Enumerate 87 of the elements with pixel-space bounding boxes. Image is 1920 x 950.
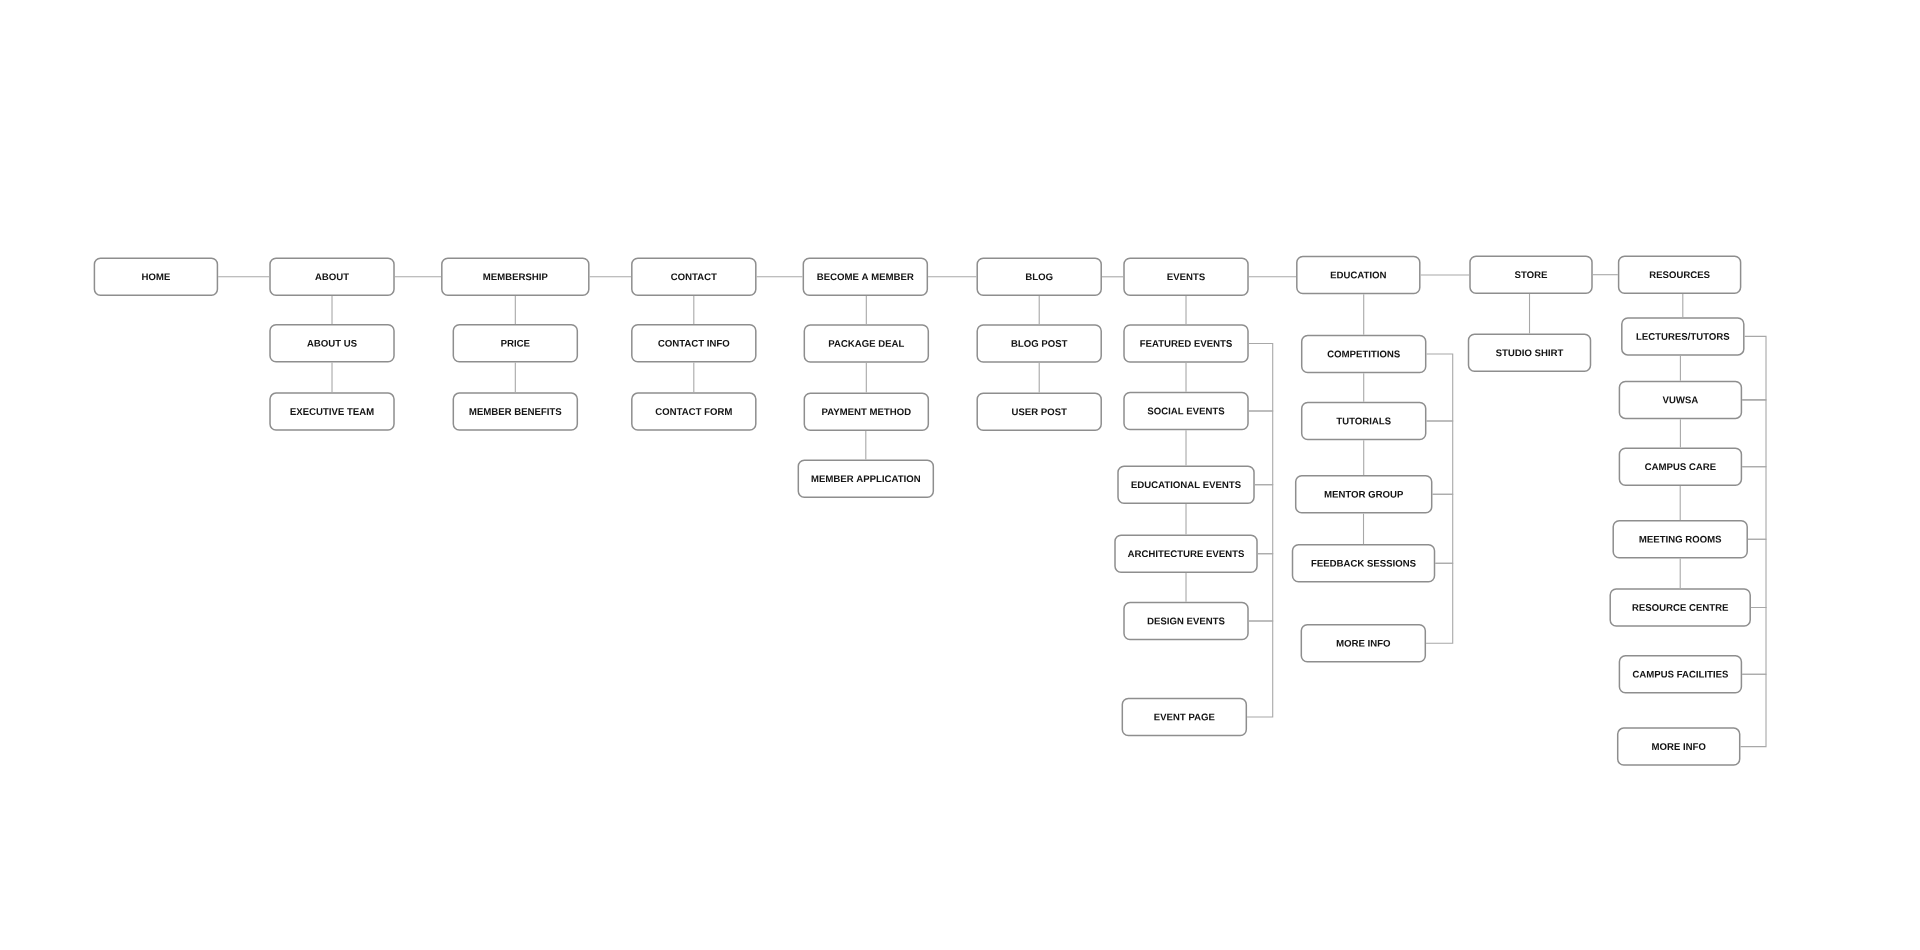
page-box: HOME <box>93 257 219 297</box>
page-box: BECOME A MEMBER <box>802 257 929 297</box>
connector-line <box>394 276 442 278</box>
page-box: LECTURES/TUTORS <box>1621 317 1745 356</box>
connector-line <box>1185 503 1187 535</box>
connector-line <box>514 295 516 325</box>
page-box: ARCHITECTURE EVENTS <box>1114 534 1258 573</box>
connector-line <box>1362 513 1365 545</box>
page-box: SOCIAL EVENTS <box>1123 391 1249 431</box>
page-box: PAYMENT METHOD <box>803 392 930 432</box>
connector-line <box>331 295 333 325</box>
connector-line <box>693 362 695 393</box>
connector-line <box>1101 276 1124 278</box>
page-box: ABOUT <box>269 257 395 297</box>
page-box: BLOG <box>976 257 1102 297</box>
page-box: CONTACT <box>631 257 757 297</box>
connector-line <box>1185 362 1187 393</box>
page-box: COMPETITIONS <box>1300 334 1427 374</box>
page-box: STORE <box>1469 255 1593 294</box>
connector-line <box>1431 493 1454 564</box>
connector-line <box>693 295 695 325</box>
page-box: CAMPUS CARE <box>1618 447 1743 486</box>
connector-line <box>1425 420 1454 495</box>
page-box: MEMBER APPLICATION <box>797 459 935 498</box>
page-box: MEETING ROOMS <box>1612 519 1748 559</box>
page-box: MORE INFO <box>1616 727 1741 766</box>
page-box: FEEDBACK SESSIONS <box>1291 544 1436 583</box>
connector-line <box>1254 484 1274 555</box>
page-box: FEATURED EVENTS <box>1123 324 1249 363</box>
connector-line <box>1528 293 1531 335</box>
page-box: PACKAGE DEAL <box>803 324 930 363</box>
connector-line <box>1679 355 1681 382</box>
connector-line <box>1363 439 1365 476</box>
connector-line <box>1420 274 1470 276</box>
connector-line <box>1592 274 1619 276</box>
page-box: MEMBER BENEFITS <box>452 392 579 431</box>
page-box: BLOG POST <box>976 324 1102 363</box>
connector-line <box>865 430 867 460</box>
connector-line <box>927 276 977 278</box>
page-box: TUTORIALS <box>1300 401 1427 441</box>
page-box: PRICE <box>452 324 579 363</box>
connector-line <box>514 362 516 393</box>
connector-line <box>1248 342 1274 412</box>
page-box: USER POST <box>976 392 1102 432</box>
connector-line <box>1248 410 1274 486</box>
page-box: MEMBERSHIP <box>441 257 590 297</box>
connector-line <box>1682 293 1684 318</box>
connector-line <box>1185 429 1187 466</box>
connector-line <box>331 362 333 393</box>
connector-line <box>1185 572 1187 603</box>
page-box: MENTOR GROUP <box>1294 475 1433 514</box>
page-box: EXECUTIVE TEAM <box>269 392 395 431</box>
connector-line <box>1741 466 1767 540</box>
connector-line <box>589 276 632 278</box>
connector-line <box>1679 557 1681 589</box>
page-box: EVENT PAGE <box>1121 697 1248 737</box>
page-box: STUDIO SHIRT <box>1467 333 1592 373</box>
connector-line <box>865 362 867 394</box>
connector-line <box>1246 620 1274 718</box>
connector-line <box>217 276 270 278</box>
connector-line <box>1038 295 1040 325</box>
page-box: RESOURCE CENTRE <box>1609 588 1751 627</box>
connector-line <box>865 295 867 325</box>
page-box: EVENTS <box>1123 257 1249 297</box>
connector-line <box>756 276 804 278</box>
connector-line <box>1363 372 1365 403</box>
page-box: CONTACT INFO <box>631 324 757 363</box>
page-box: CAMPUS FACILITIES <box>1618 654 1743 694</box>
page-box: ABOUT US <box>269 324 395 363</box>
connector-line <box>1038 362 1040 394</box>
connector-line <box>1679 485 1681 521</box>
connector-line <box>1679 418 1681 448</box>
connector-line <box>1741 399 1767 468</box>
connector-line <box>1185 295 1187 325</box>
page-box: DESIGN EVENTS <box>1123 601 1249 641</box>
page-box: CONTACT FORM <box>631 392 757 431</box>
page-box: RESOURCES <box>1617 255 1742 294</box>
connector-line <box>1747 538 1767 609</box>
page-box: MORE INFO <box>1300 624 1427 663</box>
connector-line <box>1248 276 1297 278</box>
page-box: EDUCATIONAL EVENTS <box>1117 465 1255 504</box>
connector-line <box>1425 562 1454 644</box>
connector-line <box>1363 293 1365 336</box>
page-box: EDUCATION <box>1296 255 1421 295</box>
connector-line <box>1425 353 1454 422</box>
connector-line <box>1739 673 1767 748</box>
page-box: VUWSA <box>1618 380 1743 420</box>
